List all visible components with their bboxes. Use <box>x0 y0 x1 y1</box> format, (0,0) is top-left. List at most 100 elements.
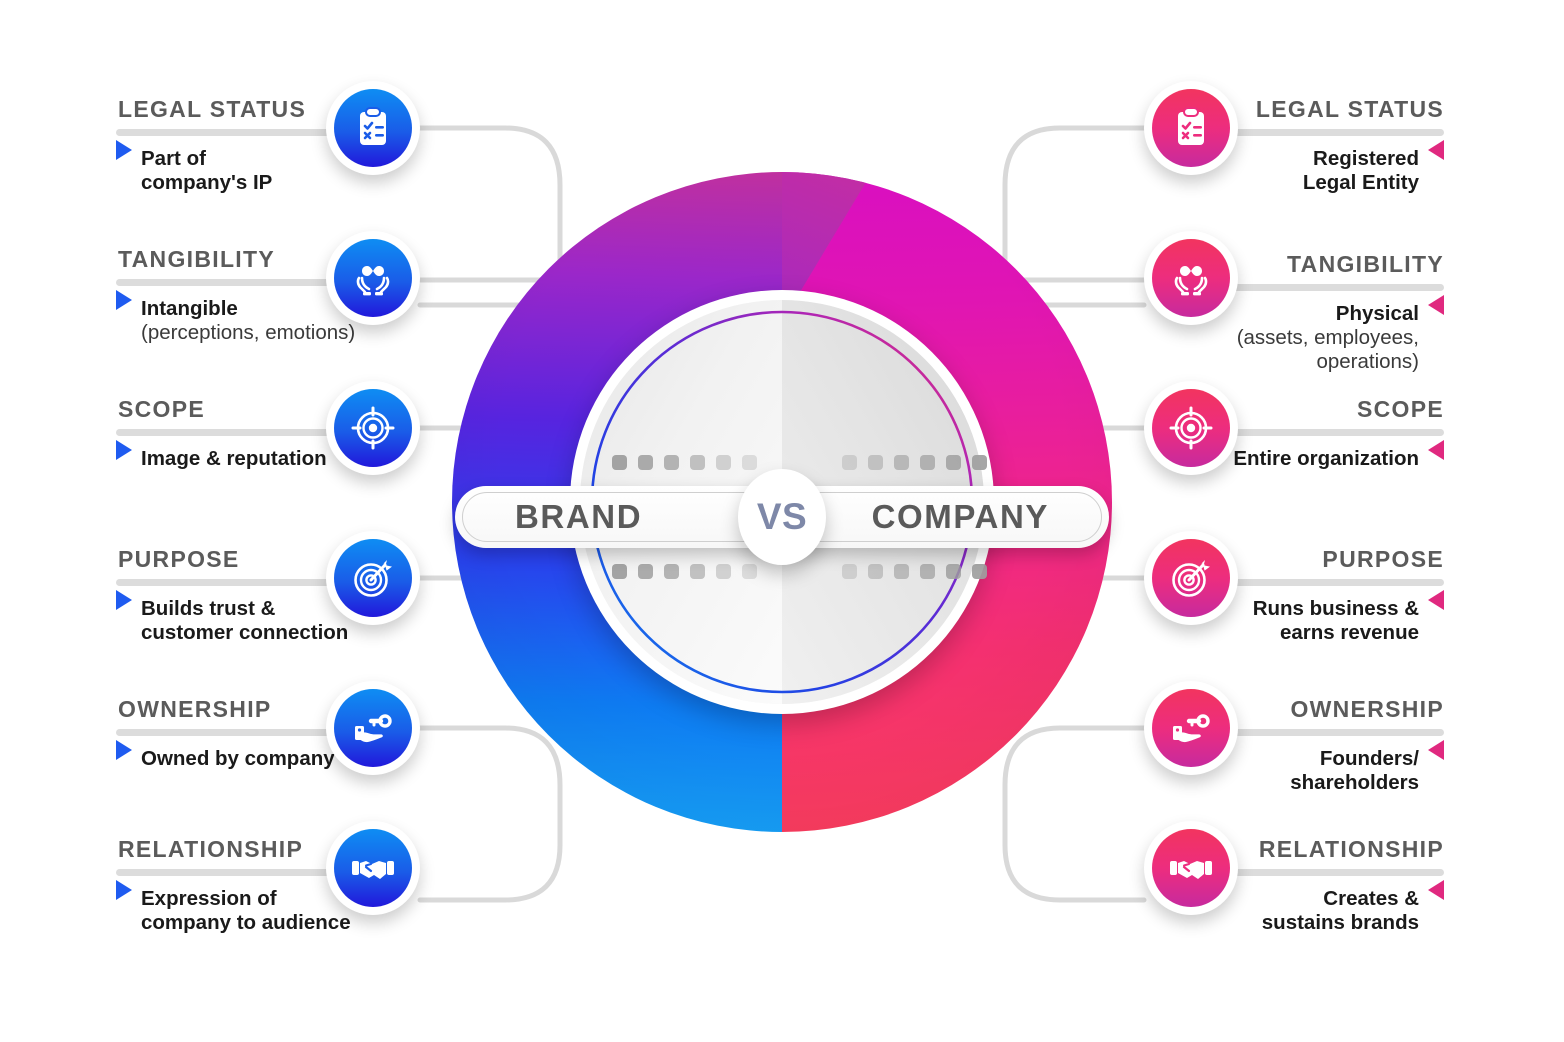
company-desc-0-bold: Registered <box>1313 147 1419 170</box>
brand-row-relationship: RELATIONSHIP Expression of company to au… <box>116 836 446 935</box>
icon-disc <box>334 239 412 317</box>
company-rule-0 <box>1184 129 1444 136</box>
company-desc-0: Registered Legal Entity <box>1303 147 1419 195</box>
clipboard-checklist-icon <box>360 107 386 145</box>
company-title-1: TANGIBILITY <box>1287 251 1444 277</box>
brand-desc-2: Image & reputation <box>141 447 327 471</box>
company-desc-1-bold: Physical <box>1335 302 1419 325</box>
dots-row-brand-top <box>612 455 757 470</box>
bullet-triangle-icon <box>116 290 132 310</box>
brand-title-1: TANGIBILITY <box>118 246 275 272</box>
brand-icon-purpose[interactable] <box>326 531 420 625</box>
brand-rule-3 <box>116 579 380 586</box>
banner-brand-label: BRAND <box>515 498 643 535</box>
brand-title-0: LEGAL STATUS <box>118 96 307 122</box>
company-desc-2: Entire organization <box>1233 447 1419 471</box>
brand-title-4: OWNERSHIP <box>118 696 272 722</box>
bullet-triangle-icon <box>1428 140 1444 160</box>
icon-disc <box>334 389 412 467</box>
company-row-purpose: PURPOSE Runs business & earns revenue <box>1184 546 1444 645</box>
company-icon-purpose[interactable] <box>1144 531 1238 625</box>
icon-disc <box>334 539 412 617</box>
dartboard-arrow-icon <box>1172 560 1210 597</box>
company-desc-2-bold: Entire organization <box>1233 447 1419 470</box>
brand-row-ownership: OWNERSHIP Owned by company <box>116 696 426 771</box>
hands-infinity-icon <box>356 266 390 296</box>
brand-desc-1-rest: (perceptions, emotions) <box>141 321 356 345</box>
company-icon-relationship[interactable] <box>1144 821 1238 915</box>
brand-title-5: RELATIONSHIP <box>118 836 304 862</box>
company-row-legal-status: LEGAL STATUS Registered Legal Entity <box>1184 96 1444 195</box>
vs-badge: VS <box>738 469 826 565</box>
dots-row-company-bottom <box>842 564 987 579</box>
icon-disc <box>334 829 412 907</box>
vs-label: VS <box>756 496 808 537</box>
brand-desc-2-bold: Image & reputation <box>141 447 327 470</box>
hands-infinity-icon <box>1174 266 1208 296</box>
company-desc-5: Creates & sustains brands <box>1262 887 1419 935</box>
brand-desc-0-bold: Part of <box>141 147 206 170</box>
brand-title-2: SCOPE <box>118 396 206 422</box>
icon-disc <box>1152 389 1230 467</box>
brand-icon-scope[interactable] <box>326 381 420 475</box>
company-desc-4-bold: Founders/ <box>1319 747 1419 770</box>
brand-rule-0 <box>116 129 380 136</box>
company-icon-scope[interactable] <box>1144 381 1238 475</box>
bullet-triangle-icon <box>1428 590 1444 610</box>
dots-row-company-top <box>842 455 987 470</box>
brand-icon-ownership[interactable] <box>326 681 420 775</box>
company-icon-legal-status[interactable] <box>1144 81 1238 175</box>
company-rule-2 <box>1184 429 1444 436</box>
brand-desc-0-rest: company's IP <box>141 171 273 195</box>
company-desc-1: Physical (assets, employees, operations) <box>1160 302 1419 375</box>
brand-desc-4: Owned by company <box>141 747 335 771</box>
brand-desc-5: Expression of company to audience <box>141 887 351 935</box>
brand-desc-1-bold: Intangible <box>141 297 238 320</box>
brand-desc-5-rest: company to audience <box>141 911 351 935</box>
company-row-scope: SCOPE Entire organization <box>1184 396 1444 471</box>
company-row-relationship: RELATIONSHIP Creates & sustains brands <box>1184 836 1444 935</box>
bullet-triangle-icon <box>116 880 132 900</box>
company-row-tangibility: TANGIBILITY Physical (assets, employees,… <box>1160 251 1444 375</box>
company-rule-4 <box>1184 729 1444 736</box>
company-desc-4: Founders/ shareholders <box>1290 747 1419 795</box>
bullet-triangle-icon <box>116 590 132 610</box>
brand-icon-legal-status[interactable] <box>326 81 420 175</box>
company-desc-0-rest: Legal Entity <box>1302 171 1419 195</box>
brand-desc-3-bold: Builds trust & <box>141 597 276 620</box>
bullet-triangle-icon <box>1428 740 1444 760</box>
brand-icon-relationship[interactable] <box>326 821 420 915</box>
company-rule-5 <box>1184 869 1444 876</box>
brand-desc-1: Intangible (perceptions, emotions) <box>141 297 355 345</box>
brand-desc-0: Part of company's IP <box>141 147 272 195</box>
brand-rule-2 <box>116 429 380 436</box>
bullet-triangle-icon <box>1428 440 1444 460</box>
icon-disc <box>1152 689 1230 767</box>
bullet-triangle-icon <box>116 440 132 460</box>
company-desc-4-rest: shareholders <box>1290 771 1419 795</box>
bullet-triangle-icon <box>116 140 132 160</box>
dots-row-brand-bottom <box>612 564 757 579</box>
brand-row-purpose: PURPOSE Builds trust & customer connecti… <box>116 546 446 645</box>
company-desc-3-rest: earns revenue <box>1279 621 1419 645</box>
brand-rule-4 <box>116 729 380 736</box>
company-title-5: RELATIONSHIP <box>1258 836 1444 862</box>
company-icon-tangibility[interactable] <box>1144 231 1238 325</box>
hand-key-icon <box>355 714 392 743</box>
icon-disc <box>1152 239 1230 317</box>
icon-disc <box>1152 539 1230 617</box>
brand-desc-5-bold: Expression of <box>141 887 277 910</box>
company-title-4: OWNERSHIP <box>1290 696 1444 722</box>
company-title-2: SCOPE <box>1356 396 1444 422</box>
company-row-ownership: OWNERSHIP Founders/ shareholders <box>1184 696 1444 795</box>
bullet-triangle-icon <box>1428 295 1444 315</box>
company-desc-3-bold: Runs business & <box>1252 597 1419 620</box>
brand-row-tangibility: TANGIBILITY Intangible (perceptions, emo… <box>116 246 446 345</box>
crosshair-target-icon <box>351 406 395 450</box>
clipboard-checklist-icon <box>1178 107 1204 145</box>
company-desc-1-rest: (assets, employees, operations) <box>1236 326 1419 374</box>
company-icon-ownership[interactable] <box>1144 681 1238 775</box>
company-title-3: PURPOSE <box>1322 546 1444 572</box>
brand-icon-tangibility[interactable] <box>326 231 420 325</box>
crosshair-target-icon <box>1169 406 1213 450</box>
